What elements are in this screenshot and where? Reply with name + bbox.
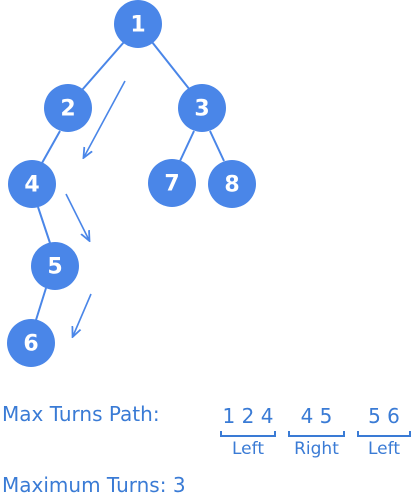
edge-3-8 bbox=[209, 130, 225, 162]
binary-tree-diagram: 1 2 3 4 5 6 7 8 bbox=[7, 0, 256, 367]
segment-bracket bbox=[357, 431, 411, 437]
segment-nodes: 1 2 4 bbox=[222, 404, 274, 428]
tree-node: 8 bbox=[208, 160, 256, 208]
tree-node: 3 bbox=[178, 84, 226, 132]
direction-arrows bbox=[65, 80, 126, 336]
segment-bracket bbox=[220, 431, 276, 437]
node-label: 7 bbox=[164, 172, 179, 197]
node-label: 4 bbox=[24, 173, 39, 198]
segment-nodes: 5 6 bbox=[368, 404, 400, 428]
tree-node: 5 bbox=[31, 242, 79, 290]
tree-node: 6 bbox=[7, 319, 55, 367]
segment-direction: Left bbox=[368, 439, 400, 459]
node-label: 3 bbox=[194, 97, 209, 122]
node-label: 2 bbox=[60, 97, 75, 122]
tree-node: 4 bbox=[8, 160, 56, 208]
segment-direction: Left bbox=[232, 439, 264, 459]
tree-edges bbox=[35, 41, 225, 321]
node-label: 6 bbox=[23, 332, 38, 357]
node-label: 1 bbox=[130, 13, 145, 38]
path-segment: 5 6 Left bbox=[357, 403, 411, 461]
path-heading: Max Turns Path: bbox=[2, 402, 160, 426]
edge-1-3 bbox=[151, 41, 191, 91]
segment-direction: Right bbox=[294, 439, 339, 459]
right-turn-arrow bbox=[65, 193, 89, 240]
edge-4-5 bbox=[37, 206, 51, 244]
segment-bracket bbox=[288, 431, 345, 437]
tree-node: 1 bbox=[114, 0, 162, 48]
path-segment: 4 5 Right bbox=[288, 403, 345, 461]
edge-2-4 bbox=[41, 130, 61, 164]
segment-nodes: 4 5 bbox=[300, 404, 333, 428]
node-label: 5 bbox=[47, 255, 62, 280]
tree-node: 2 bbox=[44, 84, 92, 132]
left-turn-arrow bbox=[73, 293, 92, 336]
edge-5-6 bbox=[35, 287, 47, 321]
tree-node: 7 bbox=[148, 159, 196, 207]
edge-3-7 bbox=[179, 130, 195, 162]
node-label: 8 bbox=[224, 173, 239, 198]
max-turns-result: Maximum Turns: 3 bbox=[2, 473, 186, 497]
left-turn-arrow bbox=[84, 80, 126, 157]
tree-nodes: 1 2 3 4 5 6 7 8 bbox=[7, 0, 256, 367]
path-segment: 1 2 4 Left bbox=[220, 403, 276, 461]
edge-1-2 bbox=[81, 41, 125, 91]
